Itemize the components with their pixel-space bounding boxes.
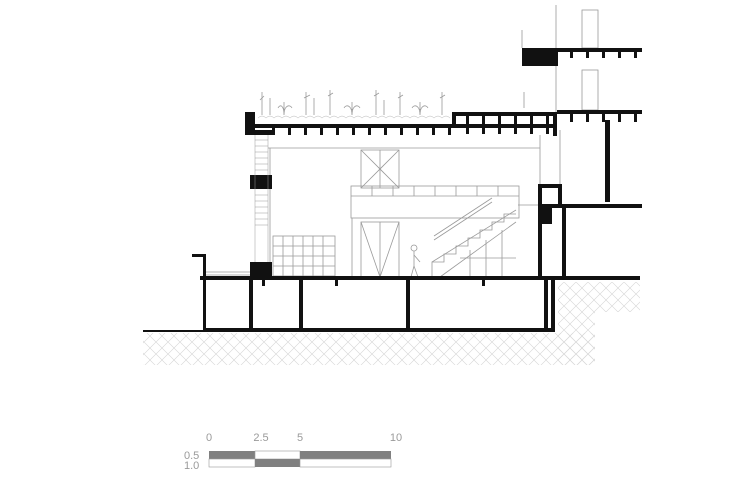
scale-tick-5: 5: [296, 432, 304, 444]
wall-hatch: [254, 135, 269, 262]
scale-tick-10: 10: [389, 432, 403, 444]
scale-row-label-0-5: 0.5: [184, 450, 200, 462]
scale-bar: [208, 450, 392, 468]
scale-tick-2-5: 2.5: [253, 432, 269, 444]
scale-tick-0: 0: [205, 432, 213, 444]
roof-soil: [257, 115, 451, 119]
ground-hatch: [143, 282, 640, 365]
scale-row-label-1-0: 1.0: [184, 460, 200, 472]
cut-structure: [143, 48, 642, 332]
